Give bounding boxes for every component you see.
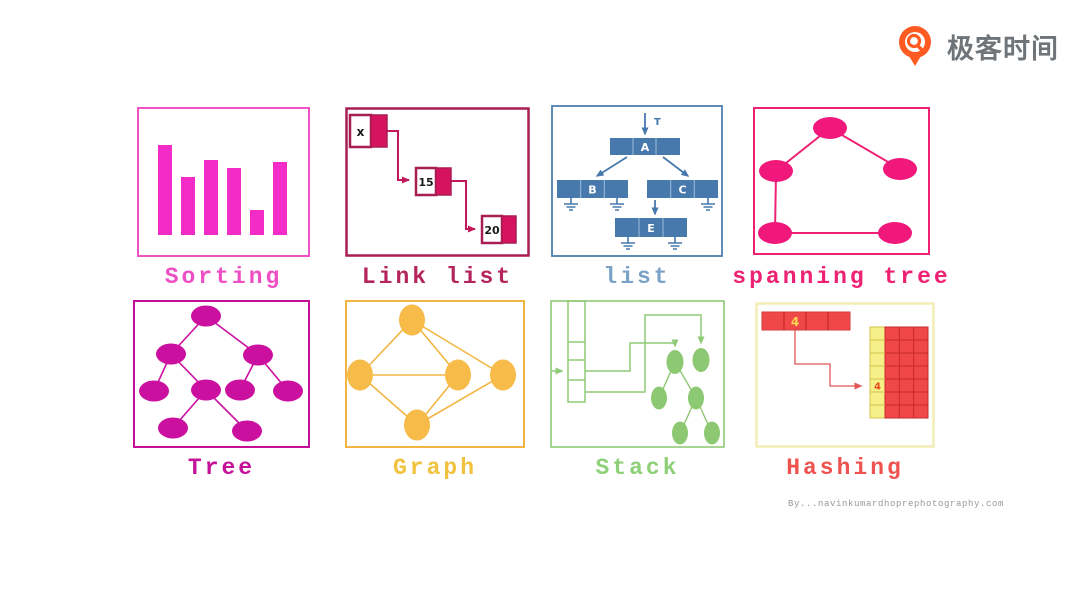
- linklist-node-2-value: 15: [418, 176, 433, 189]
- graph-label: Graph: [392, 455, 477, 481]
- watermark-text: By...navinkumardhoprephotography.com: [788, 499, 1005, 509]
- geektime-logo-icon: [899, 26, 931, 66]
- tree-panel: [133, 300, 310, 453]
- spanning-tree-label: spanning tree: [732, 264, 951, 290]
- tree-label: Tree: [187, 455, 256, 481]
- stack-cells: [567, 300, 586, 403]
- sorting-panel: [137, 107, 310, 262]
- hashing-key-value: 4: [791, 315, 799, 329]
- list-node-e: E: [615, 218, 687, 237]
- list-node-c-value: C: [678, 184, 686, 197]
- tree-nodes: [139, 305, 303, 442]
- linklist-node-2: 15: [414, 166, 452, 197]
- list-node-b-value: B: [588, 184, 596, 197]
- hashing-diagram: 4 4: [755, 302, 935, 448]
- link-list-label: Link list: [361, 264, 514, 290]
- linklist-node-3: 20: [480, 214, 517, 245]
- stack-panel: [550, 300, 725, 453]
- list-pointer-label: T: [654, 117, 661, 128]
- ground-icon: [564, 198, 715, 250]
- spanning-tree-nodes: [758, 117, 917, 244]
- hashing-table: 4: [869, 326, 929, 419]
- stack-label: Stack: [595, 455, 680, 481]
- list-node-b: B: [557, 180, 628, 198]
- hashing-key-bar: 4: [761, 311, 851, 331]
- graph-diagram: [345, 300, 525, 448]
- list-node-a-value: A: [641, 141, 650, 154]
- sorting-label: Sorting: [164, 264, 283, 290]
- stack-diagram: [550, 300, 725, 448]
- hashing-label: Hashing: [786, 455, 904, 481]
- list-panel: T A B C: [551, 105, 723, 262]
- list-label: list: [603, 264, 671, 290]
- hashing-bucket-value: 4: [874, 382, 881, 393]
- sorting-bars: [158, 145, 287, 235]
- linklist-node-3-value: 20: [484, 224, 500, 237]
- link-list-panel: x 15 20: [345, 107, 530, 262]
- spanning-tree-panel: [753, 107, 930, 260]
- graph-panel: [345, 300, 525, 453]
- list-node-e-value: E: [647, 222, 655, 235]
- linklist-node-1-value: x: [357, 125, 365, 139]
- list-node-c: C: [647, 180, 718, 198]
- linklist-node-1: x: [348, 113, 388, 149]
- list-diagram: T A B C: [551, 105, 723, 257]
- geektime-logo-text: 极客时间: [947, 33, 1059, 65]
- tree-diagram: [133, 300, 310, 448]
- spanning-tree-diagram: [753, 107, 930, 255]
- geektime-logo: 极客时间: [893, 22, 1059, 70]
- sorting-diagram: [137, 107, 310, 257]
- stack-tree-nodes: [651, 348, 720, 445]
- link-list-diagram: x 15 20: [345, 107, 530, 257]
- list-node-a: A: [610, 138, 680, 155]
- hashing-panel: 4 4: [755, 302, 935, 453]
- graph-nodes: [347, 304, 516, 441]
